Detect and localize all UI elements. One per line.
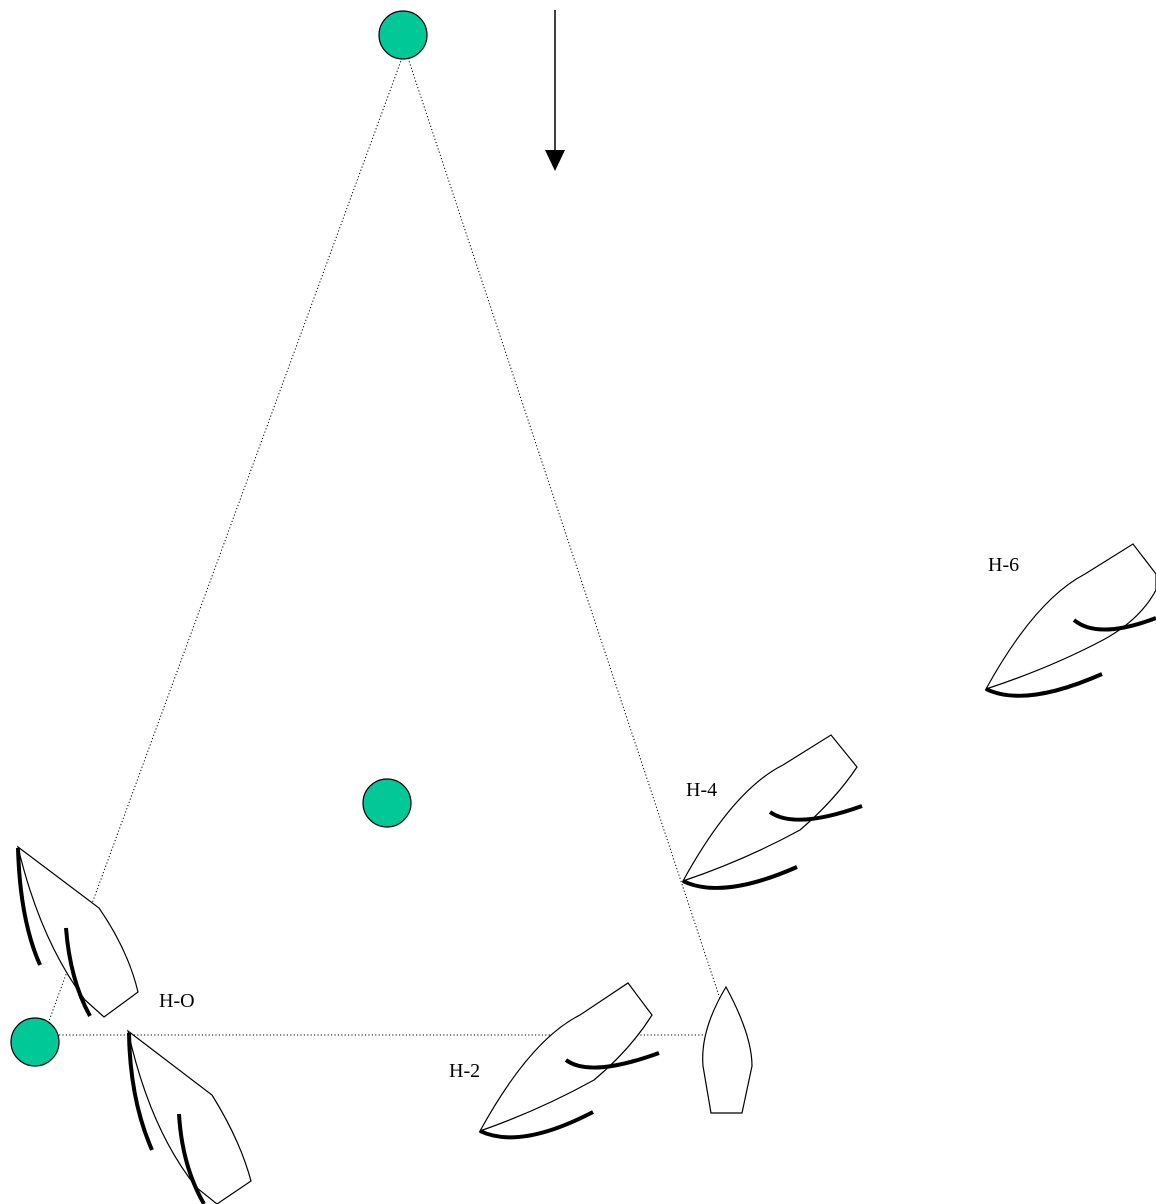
windward-leg-line-right	[408, 58, 732, 1035]
boat-label-h2: H-2	[449, 1060, 480, 1082]
boat-hull	[480, 983, 652, 1131]
boat-label-h6: H-6	[988, 554, 1019, 576]
boat-h0-upper	[18, 847, 138, 1017]
boat-hull	[683, 735, 857, 881]
windward-mark	[379, 11, 427, 59]
leeward-mark	[11, 1018, 59, 1066]
committee-boat	[703, 987, 752, 1113]
windward-leg-line-left	[42, 58, 402, 1040]
boat-h0-lower	[128, 1031, 251, 1204]
boat-label-h0: H-O	[159, 990, 195, 1012]
committee-mark	[363, 779, 411, 827]
wind-direction-arrow	[545, 10, 565, 171]
boat-hull	[128, 1031, 251, 1204]
boat-h4	[683, 735, 862, 888]
course-lines	[42, 58, 732, 1040]
boat-label-h4: H-4	[686, 779, 717, 801]
boat-h2	[480, 983, 659, 1137]
